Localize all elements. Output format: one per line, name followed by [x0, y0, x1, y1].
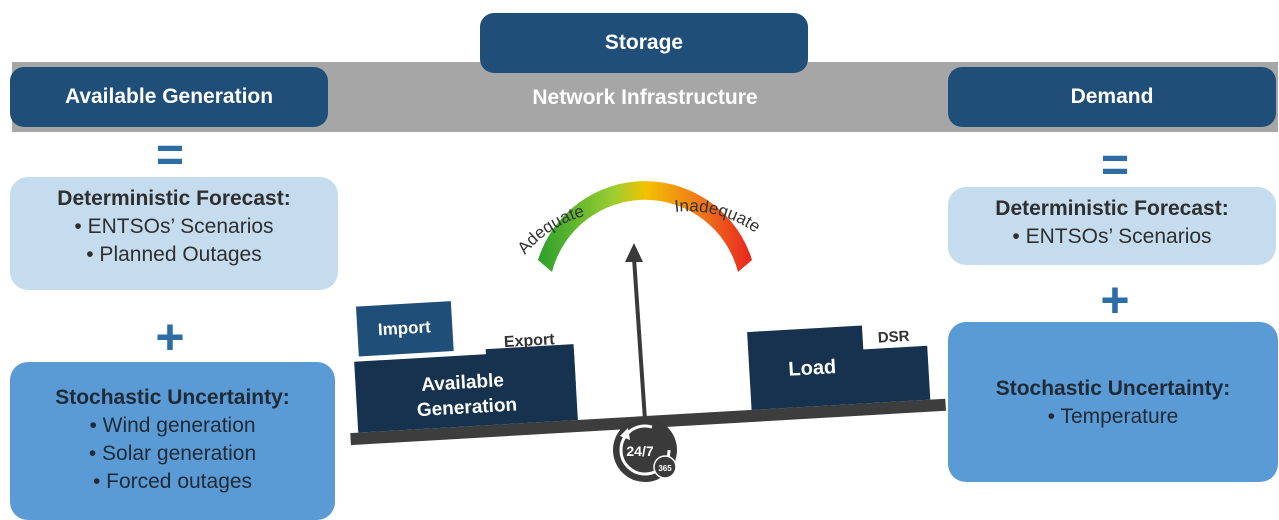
demand-header: Demand [948, 67, 1276, 127]
right-stochastic-item: • Temperature [1047, 405, 1179, 428]
left-deterministic-title: Deterministic Forecast: [57, 187, 291, 210]
left-stochastic-box: Stochastic Uncertainty: • Wind generatio… [10, 362, 335, 520]
import-label: Import [377, 317, 431, 339]
right-plus-sign: + [1100, 272, 1130, 328]
storage-label: Storage [480, 13, 808, 73]
svg-text:365: 365 [658, 464, 672, 473]
left-stochastic-item: • Wind generation [89, 414, 256, 437]
right-stochastic-title: Stochastic Uncertainty: [995, 377, 1231, 400]
import-block [355, 301, 454, 357]
available-generation-block [354, 349, 578, 433]
gauge-needle [632, 257, 647, 421]
network-infrastructure-label: Network Infrastructure [532, 86, 758, 109]
dsr-label: DSR [877, 328, 910, 347]
left-equals-sign: = [155, 129, 185, 182]
right-stochastic-box: Stochastic Uncertainty: • Temperature [948, 322, 1278, 482]
right-deterministic-title: Deterministic Forecast: [995, 197, 1229, 220]
right-deterministic-item: • ENTSOs’ Scenarios [1012, 225, 1212, 248]
svg-text:24/7: 24/7 [626, 443, 653, 459]
gauge-needle-tip [625, 243, 643, 262]
dsr-block [862, 345, 931, 404]
tilted-balance: Import Export Available Generation Load … [350, 301, 946, 446]
left-deterministic-item: • ENTSOs’ Scenarios [74, 215, 274, 238]
available-generation-block-label: Available [421, 370, 505, 396]
left-deterministic-box: Deterministic Forecast: • ENTSOs’ Scenar… [10, 177, 338, 290]
left-stochastic-title: Stochastic Uncertainty: [55, 386, 290, 409]
right-equals-sign: = [1100, 139, 1130, 192]
available-generation-header: Available Generation [10, 67, 328, 127]
left-stochastic-item: • Solar generation [88, 442, 257, 465]
load-label: Load [788, 356, 837, 381]
right-deterministic-box: Deterministic Forecast: • ENTSOs’ Scenar… [948, 187, 1276, 265]
export-label: Export [503, 331, 555, 351]
load-block [747, 325, 867, 410]
left-plus-sign: + [155, 309, 185, 365]
left-stochastic-item: • Forced outages [92, 470, 253, 493]
left-deterministic-item: • Planned Outages [86, 243, 262, 266]
clock-24-7-icon: 24/7 365 [613, 418, 677, 482]
adequacy-gauge-arc [538, 181, 752, 272]
